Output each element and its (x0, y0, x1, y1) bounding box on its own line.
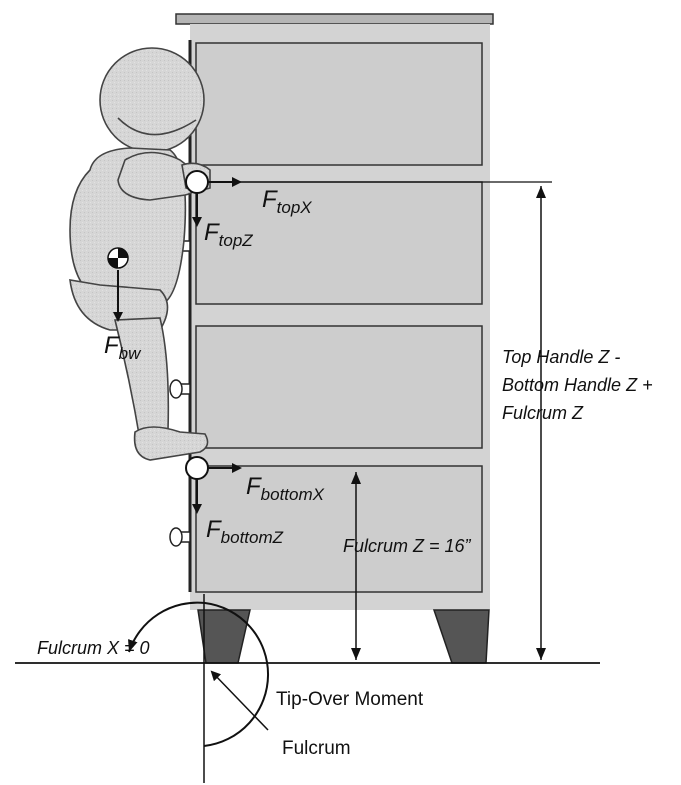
top-handle-note-line-2: Bottom Handle Z + (502, 375, 653, 395)
knob (169, 379, 191, 399)
knob (169, 527, 191, 547)
top-handle-point (185, 170, 209, 194)
fulcrum-pointer-arrow (210, 670, 269, 731)
child-foot (133, 426, 209, 461)
fulcrum-x-label: Fulcrum X = 0 (37, 638, 150, 658)
child-head (99, 47, 205, 153)
f-top-z-label: FtopZ (204, 219, 253, 250)
f-bottom-x-label: FbottomX (246, 473, 325, 504)
f-bottom-z-label: FbottomZ (206, 516, 284, 547)
top-handle-note-line-1: Top Handle Z - (502, 347, 620, 367)
drawer-3 (195, 325, 483, 449)
bottom-handle-point (185, 456, 209, 480)
drawer-4 (195, 465, 483, 593)
child-figure (69, 47, 211, 461)
fulcrum-label: Fulcrum (282, 738, 351, 759)
drawer-1 (195, 42, 483, 166)
f-top-x-label: FtopX (262, 186, 312, 217)
top-handle-note-line-3: Fulcrum Z (502, 403, 584, 423)
dresser (175, 13, 494, 664)
tip-over-moment-label: Tip-Over Moment (276, 689, 424, 710)
dresser-top (175, 13, 494, 25)
f-bw-label: Fbw (104, 332, 142, 363)
leg-right (432, 609, 490, 664)
child-face-line (117, 117, 197, 136)
fulcrum-z-label: Fulcrum Z = 16” (343, 536, 472, 556)
drawer-2 (195, 181, 483, 305)
child-lower-leg (113, 317, 170, 442)
tip-over-moment-arc (128, 601, 270, 747)
center-of-mass-icon (107, 247, 129, 269)
